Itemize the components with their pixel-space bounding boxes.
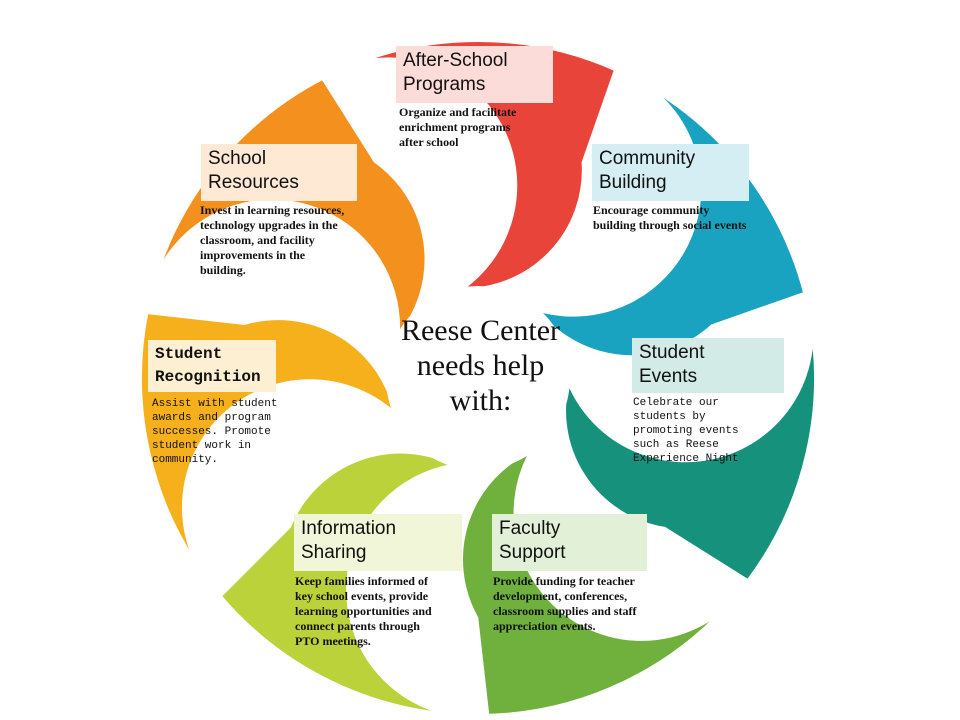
information-desc-line-2: key school events, provide (295, 589, 429, 603)
faculty-title-box: Faculty Support (492, 514, 647, 571)
recognition-description: Assist with student awards and program s… (152, 397, 292, 467)
faculty-desc-line-2: development, conferences, (493, 589, 628, 603)
resources-title-line-2: Resources (208, 172, 299, 193)
resources-title-line-1: School (208, 148, 267, 169)
after-school-title-line-2: Programs (403, 74, 486, 95)
resources-desc-line-1: Invest in learning resources, (200, 203, 345, 217)
after-school-desc-line-1: Organize and facilitate (399, 105, 517, 119)
information-title-line-1: Information (301, 518, 397, 539)
resources-desc-line-3: classroom, and facility (200, 233, 315, 247)
after-school-title-line-1: After-School (403, 50, 508, 71)
after-school-description: Organize and facilitate enrichment progr… (399, 105, 569, 150)
student-events-title-line-2: Events (639, 366, 698, 387)
information-desc-line-5: PTO meetings. (295, 634, 371, 648)
student-events-description: Celebrate our students by promoting even… (633, 396, 773, 466)
resources-desc-line-5: building. (200, 263, 246, 277)
faculty-desc-line-4: appreciation events. (493, 619, 596, 633)
center-line-1: Reese Center (400, 314, 561, 347)
recognition-title-box: Student Recognition (148, 340, 276, 392)
student-events-desc-line-4: such as Reese (633, 439, 719, 451)
resources-title-box: School Resources (201, 144, 357, 201)
information-description: Keep families informed of key school eve… (295, 574, 475, 649)
information-title-line-2: Sharing (301, 542, 367, 563)
recognition-desc-line-1: Assist with student (152, 398, 278, 410)
information-title-box: Information Sharing (294, 514, 462, 571)
recognition-desc-line-4: student work in (152, 440, 252, 452)
community-title-box: Community Building (592, 144, 749, 201)
resources-desc-line-2: technology upgrades in the (200, 218, 338, 232)
faculty-description: Provide funding for teacher development,… (493, 574, 693, 634)
after-school-desc-line-2: enrichment programs (399, 120, 511, 134)
recognition-title-line-2: Recognition (155, 368, 261, 386)
resources-desc-line-4: improvements in the (200, 248, 306, 262)
center-text: Reese Center needs help with: (388, 313, 573, 418)
after-school-desc-line-3: after school (399, 135, 459, 149)
center-line-3: with: (449, 384, 512, 417)
recognition-desc-line-5: community. (152, 454, 219, 466)
faculty-desc-line-1: Provide funding for teacher (493, 574, 635, 588)
faculty-title-line-2: Support (499, 542, 566, 563)
student-events-desc-line-1: Celebrate our (633, 397, 719, 409)
student-events-desc-line-3: promoting events (633, 425, 739, 437)
student-events-desc-line-5: Experience Night (633, 453, 739, 465)
student-events-title-box: Student Events (632, 338, 784, 393)
recognition-desc-line-3: successes. Promote (152, 426, 271, 438)
faculty-title-line-1: Faculty (499, 518, 561, 539)
recognition-title-line-1: Student (155, 345, 223, 363)
community-desc-line-2: building through social events (593, 218, 747, 232)
community-title-line-2: Building (599, 172, 667, 193)
information-desc-line-1: Keep families informed of (295, 574, 428, 588)
center-disc (386, 286, 570, 470)
after-school-title-box: After-School Programs (396, 46, 553, 103)
information-desc-line-3: learning opportunities and (295, 604, 432, 618)
student-events-desc-line-2: students by (633, 411, 706, 423)
resources-description: Invest in learning resources, technology… (200, 203, 390, 278)
community-description: Encourage community building through soc… (593, 203, 803, 233)
center-line-2: needs help (416, 349, 545, 382)
community-desc-line-1: Encourage community (593, 203, 710, 217)
student-events-title-line-1: Student (639, 342, 705, 363)
recognition-desc-line-2: awards and program (152, 412, 271, 424)
information-desc-line-4: connect parents through (295, 619, 420, 633)
community-title-line-1: Community (599, 148, 696, 169)
faculty-desc-line-3: classroom supplies and staff (493, 604, 637, 618)
